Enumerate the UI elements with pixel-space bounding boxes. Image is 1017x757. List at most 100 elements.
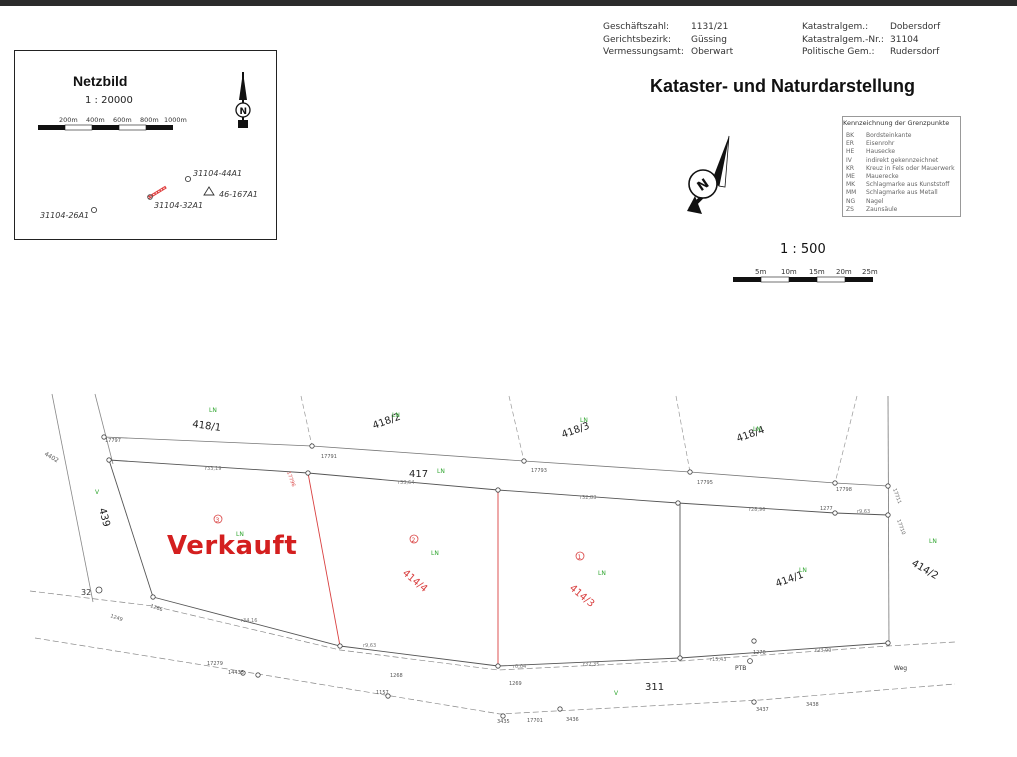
point-label: 17711 (891, 488, 902, 505)
point-label: 17796 (285, 471, 296, 488)
boundary-line (94, 393, 114, 465)
svg-text:r34,16: r34,16 (241, 618, 257, 624)
netz-point-label: 46-167A1 (219, 190, 258, 199)
svg-text:r33,19: r33,19 (205, 466, 221, 472)
svg-text:LN: LN (209, 407, 217, 414)
header-right-labels: Katastralgem.: Katastralgem.-Nr.: Politi… (802, 22, 884, 57)
boundary-line (152, 596, 889, 667)
road-name: Weg (894, 665, 907, 672)
verkauft-stamp: Verkauft (167, 531, 298, 561)
parcel-number: 311 (645, 682, 664, 693)
svg-text:r9,63: r9,63 (363, 643, 376, 649)
boundary-line (300, 395, 313, 447)
north-arrow-icon: N (687, 135, 730, 214)
boundary-line (103, 436, 889, 487)
netzbild-scale: 1 : 20000 (85, 95, 133, 106)
point-label: 1157 (376, 690, 389, 696)
parcel-number: 439 (96, 507, 112, 528)
point-label: 17793 (531, 468, 547, 474)
svg-text:LN: LN (929, 538, 937, 545)
point-label: 3435 (497, 719, 510, 725)
svg-text:r32,83: r32,83 (580, 495, 596, 501)
point-label: 3438 (806, 702, 819, 708)
cadastral-sheet: 200m 400m 600m 800m 1000m N 31104-44A1 4… (0, 6, 1017, 757)
boundary-line (675, 395, 691, 473)
point-label: 4402 (43, 451, 60, 465)
netz-north-arrow-icon: N (235, 72, 251, 128)
boundary-line (887, 395, 890, 647)
netz-point (90, 206, 98, 214)
svg-text:LN: LN (598, 570, 606, 577)
point-label: 3437 (756, 707, 769, 713)
svg-text:r23,99: r23,99 (815, 648, 831, 654)
svg-text:V: V (614, 690, 619, 697)
parcel-label: 32 (81, 588, 91, 597)
netz-hatched-area (147, 185, 167, 200)
netzbild-drawing: 200m 400m 600m 800m 1000m N 31104-44A1 4… (38, 72, 258, 220)
netz-tick: 600m (113, 116, 132, 124)
svg-text:LN: LN (437, 468, 445, 475)
point-label: 17791 (321, 454, 337, 460)
netz-triangle-point (203, 186, 215, 196)
point-label: 14433 (228, 670, 244, 676)
point-label: 1266 (149, 603, 163, 613)
svg-text:LN: LN (431, 550, 439, 557)
sold-boundary-line (307, 472, 341, 647)
survey-points (95, 434, 891, 719)
svg-text:LN: LN (799, 567, 807, 574)
road-edge-line (29, 590, 956, 671)
boundary-line (108, 459, 154, 598)
header-right-values: Dobersdorf 31104 Rudersdorf (890, 22, 941, 57)
point-label: 1269 (509, 681, 522, 687)
svg-text:V: V (95, 489, 100, 496)
parcel-number: 418/1 (192, 419, 222, 434)
boundary-line (108, 459, 889, 516)
legend-title: Kennzeichnung der Grenzpunkte (843, 119, 950, 127)
page-title: Kataster- und Naturdarstellung (650, 76, 916, 96)
netz-point-label: 31104-26A1 (40, 211, 89, 220)
point-label: 17795 (697, 480, 713, 486)
road-edge-line (34, 637, 956, 715)
lot-number: 3 (216, 517, 220, 524)
boundary-line (51, 393, 94, 603)
svg-text:r33,64: r33,64 (398, 480, 414, 486)
parcel-number: 414/4 (400, 568, 429, 595)
netz-point (184, 175, 192, 183)
netz-scale-seg (146, 125, 173, 130)
svg-text:LN: LN (753, 426, 761, 433)
scale-tick: 10m (781, 268, 797, 276)
point-label: 3436 (566, 717, 579, 723)
netzbild-title: Netzbild (73, 73, 128, 89)
svg-text:LN: LN (392, 412, 400, 419)
lot-number: 2 (412, 537, 416, 544)
parcel-number: 414/3 (567, 583, 596, 610)
boundary-line (508, 395, 525, 462)
svg-text:r0,04: r0,04 (513, 664, 526, 670)
point-label: PTB (735, 665, 746, 672)
point-label: 17798 (836, 487, 852, 493)
netz-scale-seg (92, 125, 119, 130)
parcel-number: 417 (409, 469, 428, 480)
scale-tick: 15m (809, 268, 825, 276)
svg-text:LN: LN (236, 531, 244, 538)
netzbild-frame: Netzbild 1 : 20000 (14, 50, 277, 240)
land-use-codes: LN LN LN LN LN LN LN LN LN LN V V (95, 407, 937, 697)
netz-point-label: 31104-32A1 (154, 201, 203, 210)
svg-text:r32,35: r32,35 (583, 662, 599, 668)
netz-tick: 1000m (164, 116, 187, 124)
header-left-values: 1131/21 Güssing Oberwart (691, 22, 734, 57)
cadastral-map: 200m 400m 600m 800m 1000m N 31104-44A1 4… (29, 72, 956, 725)
point-label: 1270 (753, 650, 766, 656)
